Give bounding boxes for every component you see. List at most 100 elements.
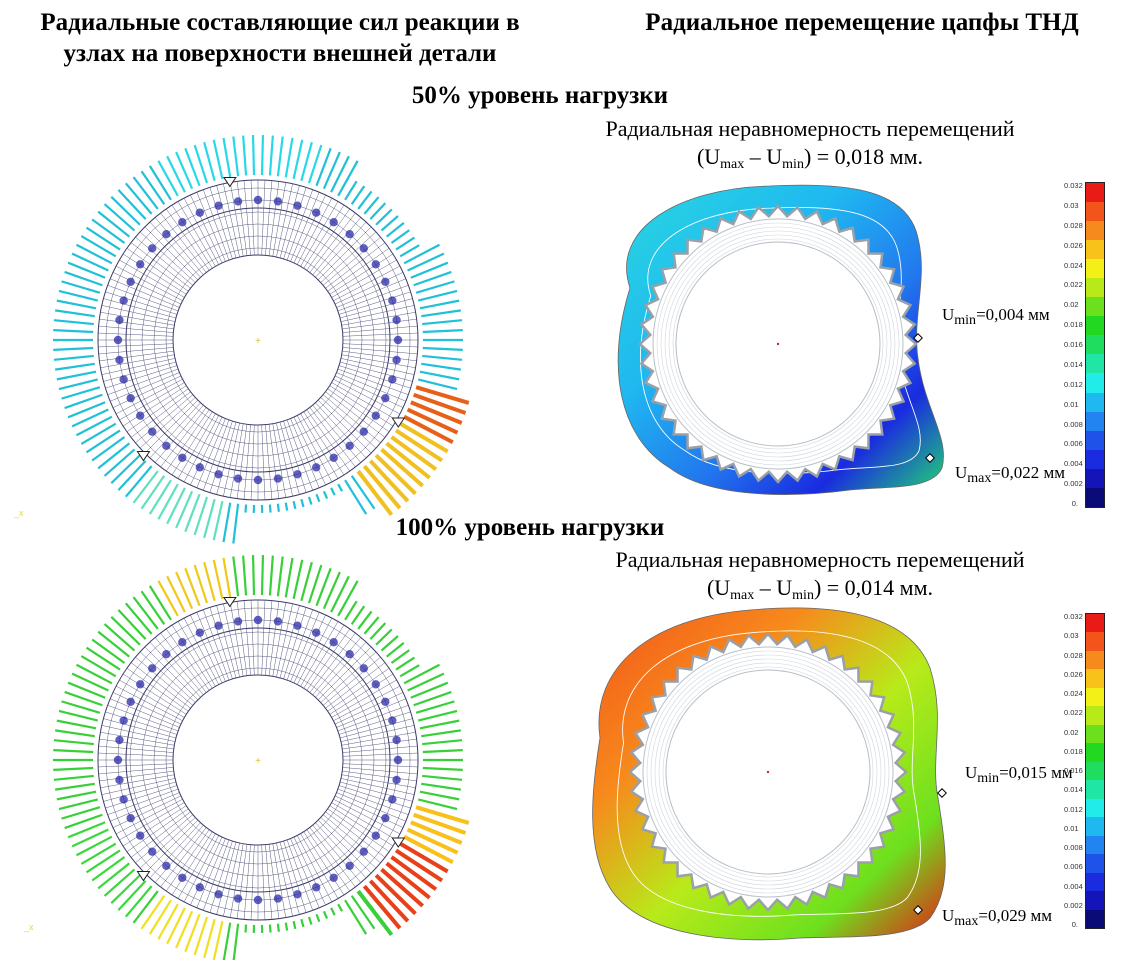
force-arrow — [81, 656, 115, 676]
colorbar-tick-label: 0.026 — [1064, 241, 1078, 250]
force-arrow — [87, 228, 120, 250]
colorbar-tick-label: 0.012 — [1064, 805, 1078, 814]
mesh-spoke — [184, 618, 219, 685]
colorbar-tick-label: 0.016 — [1064, 766, 1078, 775]
force-arrow — [150, 900, 171, 934]
mesh-spoke — [172, 412, 212, 475]
force-arrow — [422, 740, 462, 744]
force-arrow — [294, 501, 296, 509]
force-arrow — [54, 356, 94, 360]
force-arrow — [158, 581, 177, 616]
colorbar-strip — [1085, 613, 1105, 929]
spline-node — [372, 411, 380, 419]
spline-node — [196, 883, 204, 891]
force-arrow — [53, 768, 93, 770]
spline-node — [274, 197, 282, 205]
spline-node — [196, 463, 204, 471]
mesh-spoke — [99, 767, 174, 774]
colorbar-segment — [1086, 488, 1104, 507]
spline-node — [126, 394, 134, 402]
mesh-spoke — [318, 227, 371, 280]
force-arrow — [331, 576, 349, 612]
mesh-spoke — [100, 732, 174, 745]
mesh-spoke — [339, 786, 411, 809]
force-arrow — [158, 484, 177, 519]
mesh-spoke — [105, 712, 177, 735]
colorbar-segment — [1086, 743, 1104, 761]
colorbar-tick-label: 0.014 — [1064, 360, 1078, 369]
force-arrow — [396, 658, 414, 670]
force-arrow — [57, 721, 96, 729]
spline-node — [178, 874, 186, 882]
colorbar-segment — [1086, 873, 1104, 891]
colorbar-segment — [1086, 836, 1104, 854]
mesh-spoke — [262, 180, 265, 255]
mesh-spoke — [244, 425, 251, 500]
mesh-spoke — [273, 182, 286, 256]
mesh-spoke — [155, 825, 203, 882]
spline-node — [312, 463, 320, 471]
force-arrow — [72, 830, 108, 847]
mesh-spoke — [230, 182, 243, 256]
force-arrow — [345, 181, 357, 200]
spline-node — [372, 680, 380, 688]
spline-node — [178, 638, 186, 646]
force-arrow — [134, 597, 158, 629]
force-arrow — [118, 190, 145, 219]
mesh-spoke — [100, 775, 174, 788]
force-arrow — [118, 461, 145, 490]
colorbar-segment — [1086, 316, 1104, 335]
mesh-spoke — [273, 602, 286, 676]
mesh-spoke — [297, 835, 332, 902]
mesh-spoke — [140, 232, 195, 283]
spline-node — [274, 474, 282, 482]
force-arrow — [59, 291, 98, 301]
mesh-spoke — [244, 845, 251, 920]
spline-node — [136, 411, 144, 419]
mesh-spoke — [150, 823, 201, 878]
mesh-spoke — [273, 844, 286, 918]
mesh-spoke — [284, 421, 307, 493]
force-arrow — [345, 480, 366, 514]
force-arrow — [118, 610, 145, 639]
force-arrow — [286, 503, 287, 511]
colorbar-tick-label: 0.032 — [1064, 612, 1078, 621]
mesh-spoke — [342, 739, 416, 749]
force-arrow — [324, 491, 327, 498]
force-arrow — [270, 505, 271, 513]
force-arrow — [270, 925, 271, 933]
umax-annotation-100: Umax=0,029 мм — [942, 906, 1052, 930]
force-arrow — [408, 674, 444, 691]
mesh-spoke — [343, 753, 418, 756]
spline-node — [345, 442, 353, 450]
force-arrow — [309, 497, 311, 505]
mesh-spoke — [123, 674, 186, 714]
mesh-spoke — [105, 366, 177, 389]
colorbar-tick-label: 0.022 — [1064, 708, 1078, 717]
center-dot — [767, 771, 769, 773]
mesh-spoke — [342, 775, 416, 788]
spline-node — [388, 795, 396, 803]
force-arrow — [278, 556, 283, 596]
mesh-spoke — [135, 395, 192, 443]
mesh-spoke — [315, 642, 366, 697]
spline-node — [119, 296, 127, 304]
mesh-spoke — [343, 344, 418, 347]
force-arrow — [53, 330, 93, 332]
force-arrow — [223, 138, 230, 177]
force-arrow — [404, 245, 439, 264]
mesh-spoke — [99, 326, 174, 333]
mesh-spoke — [172, 205, 212, 268]
spline-node — [115, 356, 123, 364]
mesh-spoke — [323, 237, 380, 285]
spline-node — [312, 208, 320, 216]
force-arrow — [233, 136, 238, 176]
mesh-spoke — [330, 254, 393, 294]
spline-node — [148, 427, 156, 435]
mesh-spoke — [262, 425, 265, 500]
mesh-spoke — [313, 825, 361, 882]
displacement-contour-100 — [580, 588, 980, 958]
force-arrow — [55, 784, 95, 790]
mesh-spoke — [284, 607, 307, 679]
mesh-spoke — [333, 266, 400, 301]
